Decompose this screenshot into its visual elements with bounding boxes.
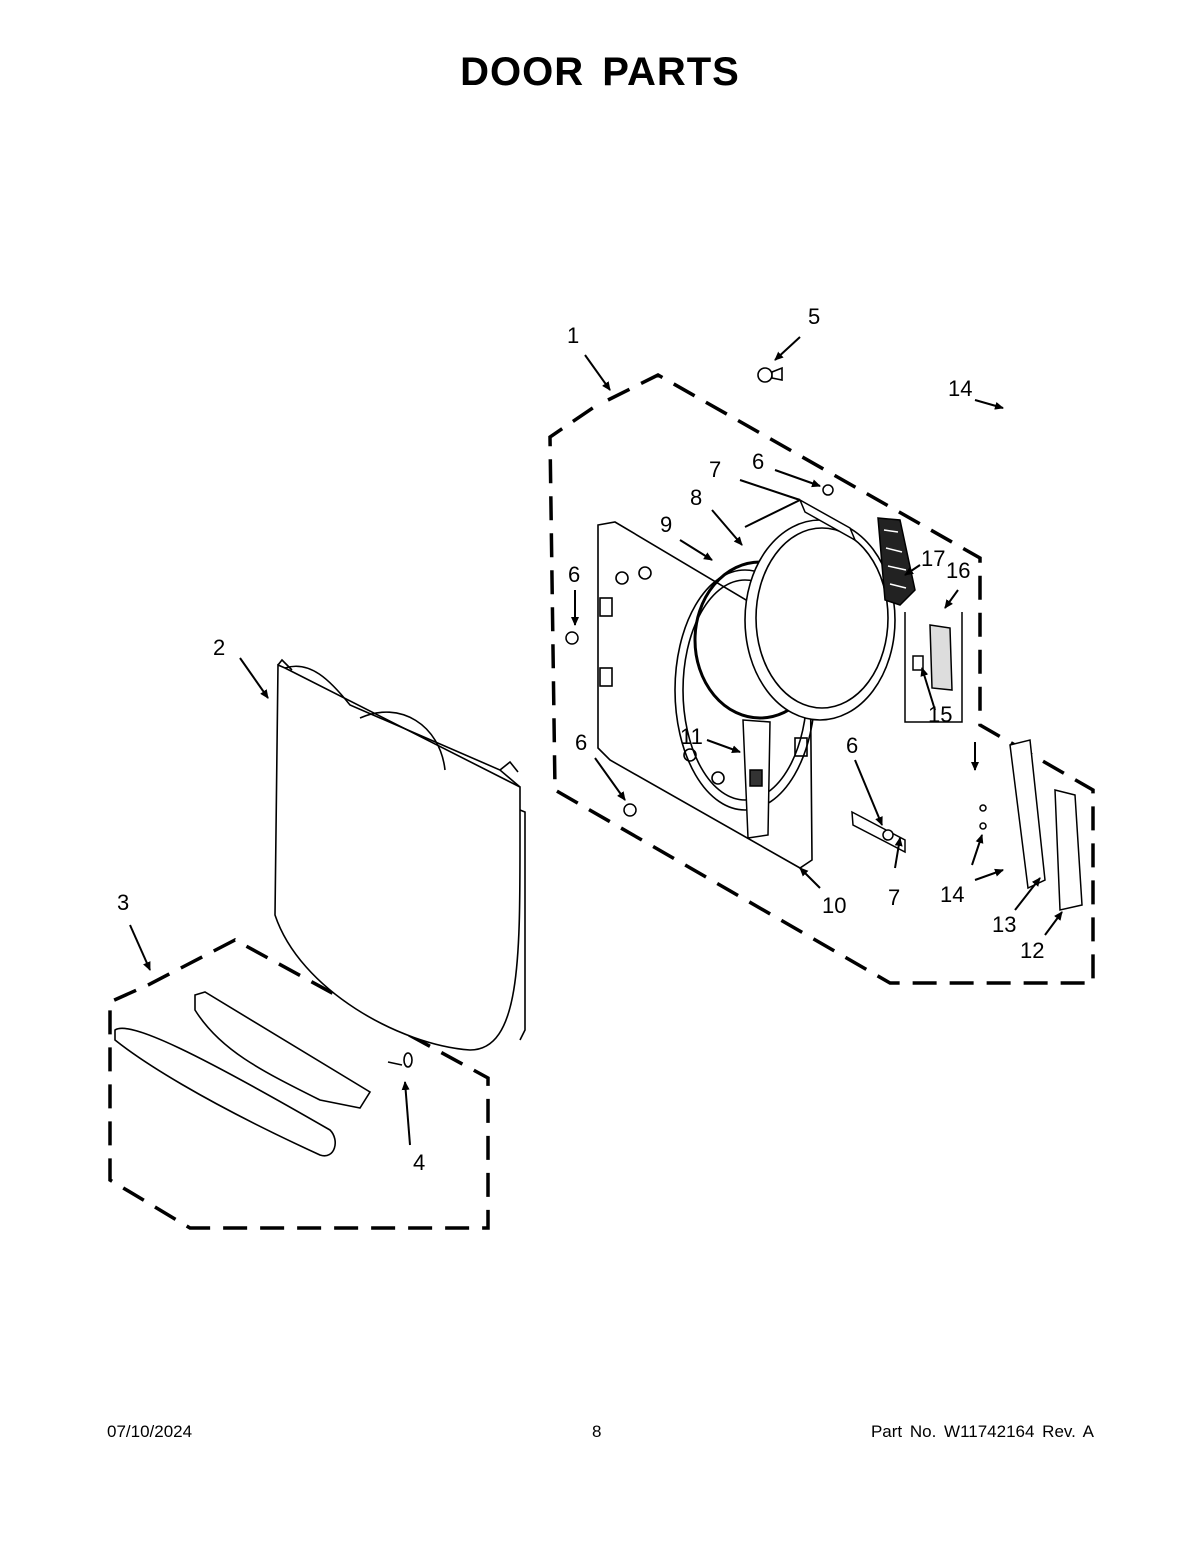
inner-glass-bowl bbox=[744, 519, 896, 721]
callout-6c: 6 bbox=[575, 730, 587, 755]
door-strike bbox=[742, 719, 771, 839]
assembly-3-outline bbox=[108, 938, 490, 1230]
callout-labels: 1 2 3 4 5 6 7 8 9 6 6 11 6 7 10 17 16 15… bbox=[117, 304, 1044, 1175]
callout-4: 4 bbox=[413, 1150, 425, 1175]
door-handle bbox=[114, 991, 372, 1157]
callout-16: 16 bbox=[946, 558, 970, 583]
page-title: DOOR PARTS bbox=[460, 50, 740, 94]
mounting-clip bbox=[757, 366, 783, 383]
callout-17: 17 bbox=[921, 546, 945, 571]
callout-6a: 6 bbox=[752, 449, 764, 474]
assembly-1-outline bbox=[548, 373, 1095, 985]
callout-12: 12 bbox=[1020, 938, 1044, 963]
footer-date: 07/10/2024 bbox=[107, 1422, 193, 1441]
callout-6b: 6 bbox=[568, 562, 580, 587]
footer-part-number: Part No. W11742164 Rev. A bbox=[870, 1422, 1094, 1441]
handle-screw bbox=[387, 1052, 413, 1068]
door-hinge-assembly bbox=[979, 739, 1083, 911]
callout-leaders bbox=[129, 336, 1063, 1146]
callout-7a: 7 bbox=[709, 457, 721, 482]
hinge-cover bbox=[877, 517, 916, 606]
callout-7b: 7 bbox=[888, 885, 900, 910]
door-latch-parts bbox=[904, 612, 963, 723]
callout-9: 9 bbox=[660, 512, 672, 537]
callout-1: 1 bbox=[567, 323, 579, 348]
mounting-screws bbox=[565, 484, 894, 841]
callout-6d: 6 bbox=[846, 733, 858, 758]
outer-door-panel bbox=[274, 658, 526, 1051]
callout-14a: 14 bbox=[948, 376, 972, 401]
callout-8: 8 bbox=[690, 485, 702, 510]
callout-3: 3 bbox=[117, 890, 129, 915]
callout-5: 5 bbox=[808, 304, 820, 329]
callout-11: 11 bbox=[680, 724, 703, 749]
footer-page-number: 8 bbox=[592, 1422, 602, 1441]
callout-15: 15 bbox=[928, 702, 952, 727]
callout-10: 10 bbox=[822, 893, 846, 918]
callout-13: 13 bbox=[992, 912, 1016, 937]
callout-2: 2 bbox=[213, 635, 225, 660]
callout-14b: 14 bbox=[940, 882, 964, 907]
